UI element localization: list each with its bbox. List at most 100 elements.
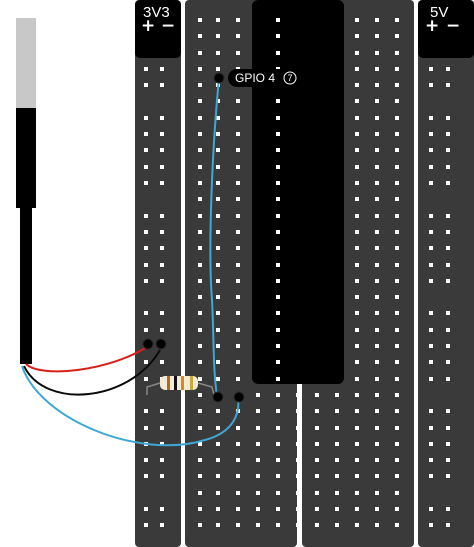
hole: [236, 181, 240, 185]
hole: [236, 507, 240, 511]
hole: [446, 344, 450, 348]
hole: [198, 148, 202, 152]
hole: [446, 214, 450, 218]
hole: [296, 474, 300, 478]
hole: [375, 442, 379, 446]
hole: [144, 474, 148, 478]
rail-minus-5v: −: [446, 16, 460, 36]
hole: [276, 263, 280, 267]
hole: [395, 67, 399, 71]
hole: [429, 83, 433, 87]
hole: [355, 116, 359, 120]
hole: [236, 474, 240, 478]
hole: [216, 132, 220, 136]
hole: [144, 116, 148, 120]
hole: [160, 458, 164, 462]
hole: [375, 344, 379, 348]
hole: [198, 67, 202, 71]
hole: [216, 458, 220, 462]
hole: [446, 474, 450, 478]
rail-label-3v3: 3V3: [143, 4, 170, 21]
hole: [429, 148, 433, 152]
hole: [276, 295, 280, 299]
hole: [429, 246, 433, 250]
hole: [144, 279, 148, 283]
hole: [355, 230, 359, 234]
hole: [198, 344, 202, 348]
hole: [216, 311, 220, 315]
hole: [276, 279, 280, 283]
hole: [335, 491, 339, 495]
hole: [276, 116, 280, 120]
hole: [375, 132, 379, 136]
hole: [429, 181, 433, 185]
hole: [236, 214, 240, 218]
hole: [429, 165, 433, 169]
gpio-pin-number: 7: [287, 73, 292, 83]
hole: [429, 507, 433, 511]
hole: [198, 377, 202, 381]
hole: [375, 311, 379, 315]
hole: [375, 377, 379, 381]
hole: [216, 491, 220, 495]
hole: [256, 474, 260, 478]
hole: [144, 132, 148, 136]
hole: [216, 18, 220, 22]
hole: [236, 132, 240, 136]
hole: [315, 426, 319, 430]
hole: [395, 51, 399, 55]
hole: [429, 214, 433, 218]
hole: [144, 311, 148, 315]
hole: [296, 523, 300, 527]
resistor-lead-left: [146, 382, 161, 395]
hole: [355, 458, 359, 462]
hole: [160, 426, 164, 430]
hole: [375, 181, 379, 185]
hole: [256, 426, 260, 430]
hole: [375, 279, 379, 283]
hole: [395, 230, 399, 234]
hole: [395, 311, 399, 315]
hole: [335, 426, 339, 430]
hole: [160, 116, 164, 120]
hole: [395, 83, 399, 87]
hole: [296, 393, 300, 397]
hole: [216, 344, 220, 348]
hole: [236, 230, 240, 234]
hole: [198, 132, 202, 136]
hole: [276, 311, 280, 315]
hole: [256, 442, 260, 446]
rail-minus-3v3: −: [161, 16, 175, 36]
hole: [355, 181, 359, 185]
resistor-band-4: [190, 376, 193, 390]
hole: [198, 491, 202, 495]
hole: [216, 328, 220, 332]
hole: [355, 344, 359, 348]
hole: [395, 491, 399, 495]
resistor-lead-right: [197, 382, 215, 396]
hole: [160, 214, 164, 218]
gpio-label-pill: [228, 69, 300, 87]
hole: [144, 263, 148, 267]
gpio-label: GPIO 4: [235, 71, 275, 85]
hole: [355, 442, 359, 446]
hole: [144, 181, 148, 185]
hole: [216, 99, 220, 103]
hole: [236, 51, 240, 55]
hole: [355, 165, 359, 169]
rail-plus-5v: +: [425, 16, 439, 36]
hole: [375, 214, 379, 218]
hole: [198, 165, 202, 169]
hole: [355, 393, 359, 397]
hole: [198, 18, 202, 22]
hole: [395, 426, 399, 430]
hole: [446, 263, 450, 267]
hole: [355, 311, 359, 315]
hole: [256, 491, 260, 495]
hole: [375, 246, 379, 250]
hole: [198, 279, 202, 283]
hole: [256, 523, 260, 527]
hole: [276, 442, 280, 446]
hole: [355, 67, 359, 71]
hole: [335, 523, 339, 527]
